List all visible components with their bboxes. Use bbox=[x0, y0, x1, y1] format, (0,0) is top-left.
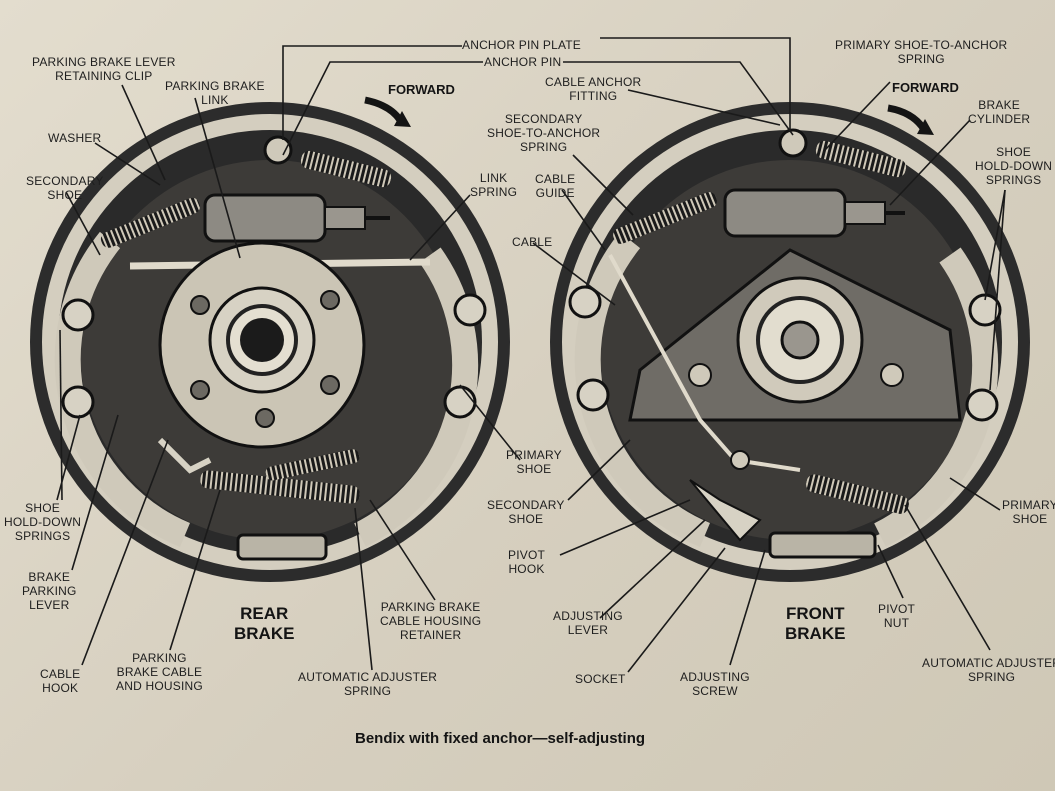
front-wheel-cylinder bbox=[723, 188, 847, 238]
label-parking-brake-lever-retaining-clip: PARKING BRAKE LEVER RETAINING CLIP bbox=[32, 55, 176, 83]
label-link-spring: LINK SPRING bbox=[470, 171, 518, 199]
label-parking-brake-cable-and-housing: PARKING BRAKE CABLE AND HOUSING bbox=[116, 651, 203, 693]
label-parking-brake-cable-housing-retainer: PARKING BRAKE CABLE HOUSING RETAINER bbox=[380, 600, 482, 642]
rear-forward-arrow bbox=[364, 96, 403, 123]
label-cable-guide: CABLE GUIDE bbox=[535, 172, 576, 200]
label-automatic-adjuster-spring-front: AUTOMATIC ADJUSTER SPRING bbox=[922, 656, 1055, 684]
front-brake-title: FRONT BRAKE bbox=[785, 604, 846, 643]
label-shoe-hold-down-springs-front: SHOE HOLD-DOWN SPRINGS bbox=[975, 145, 1053, 187]
rear-wheel-cylinder bbox=[203, 193, 327, 243]
label-primary-shoe-to-anchor-spring: PRIMARY SHOE-TO-ANCHOR SPRING bbox=[835, 38, 1008, 66]
label-anchor-pin: ANCHOR PIN bbox=[484, 55, 562, 69]
label-cable-hook: CABLE HOOK bbox=[40, 667, 81, 695]
rear-adjusting-screw bbox=[236, 533, 328, 561]
front-primary-anchor-spring bbox=[815, 140, 907, 178]
rear-primary-return-spring bbox=[300, 150, 392, 188]
label-pivot-nut: PIVOT NUT bbox=[878, 602, 916, 630]
front-forward-arrow bbox=[887, 104, 926, 131]
label-cable: CABLE bbox=[512, 235, 553, 249]
rear-brake-drawing bbox=[30, 102, 510, 582]
label-pivot-hook: PIVOT HOOK bbox=[508, 548, 546, 576]
front-adjuster-spring bbox=[806, 474, 909, 514]
figure-caption: Bendix with fixed anchor—self-adjusting bbox=[355, 730, 646, 747]
label-automatic-adjuster-spring-rear: AUTOMATIC ADJUSTER SPRING bbox=[298, 670, 438, 698]
rear-brake-title: REAR BRAKE bbox=[234, 604, 295, 643]
label-secondary-shoe-to-anchor-spring: SECONDARY SHOE-TO-ANCHOR SPRING bbox=[487, 112, 601, 154]
label-primary-shoe-rear: PRIMARY SHOE bbox=[506, 448, 562, 476]
label-brake-parking-lever: BRAKE PARKING LEVER bbox=[22, 570, 77, 612]
front-anchor-pin bbox=[778, 128, 808, 158]
label-shoe-hold-down-springs-rear: SHOE HOLD-DOWN SPRINGS bbox=[4, 501, 82, 543]
label-socket: SOCKET bbox=[575, 672, 626, 686]
front-adjusting-screw bbox=[768, 531, 877, 559]
label-adjusting-screw: ADJUSTING SCREW bbox=[680, 670, 750, 698]
label-primary-shoe-front: PRIMARY SHOE bbox=[1002, 498, 1055, 526]
label-secondary-shoe-front: SECONDARY SHOE bbox=[487, 498, 565, 526]
front-secondary-anchor-spring bbox=[613, 192, 717, 244]
rear-adjuster-spring bbox=[200, 470, 360, 504]
front-adjusting-lever bbox=[689, 479, 762, 542]
label-adjusting-lever: ADJUSTING LEVER bbox=[553, 609, 623, 637]
forward-label-rear: FORWARD bbox=[388, 82, 455, 97]
forward-label-front: FORWARD bbox=[892, 80, 959, 95]
rear-secondary-return-spring bbox=[100, 197, 201, 248]
front-cable bbox=[608, 254, 801, 472]
label-secondary-shoe-rear: SECONDARY SHOE bbox=[26, 174, 104, 202]
rear-anchor-pin bbox=[263, 135, 293, 165]
label-parking-brake-link: PARKING BRAKE LINK bbox=[165, 79, 265, 107]
label-anchor-pin-plate: ANCHOR PIN PLATE bbox=[462, 38, 581, 52]
front-brake-drawing bbox=[550, 102, 1030, 582]
label-brake-cylinder: BRAKE CYLINDER bbox=[968, 98, 1031, 126]
label-washer: WASHER bbox=[48, 131, 102, 145]
leader-lines bbox=[56, 37, 1006, 673]
label-cable-anchor-fitting: CABLE ANCHOR FITTING bbox=[545, 75, 642, 103]
